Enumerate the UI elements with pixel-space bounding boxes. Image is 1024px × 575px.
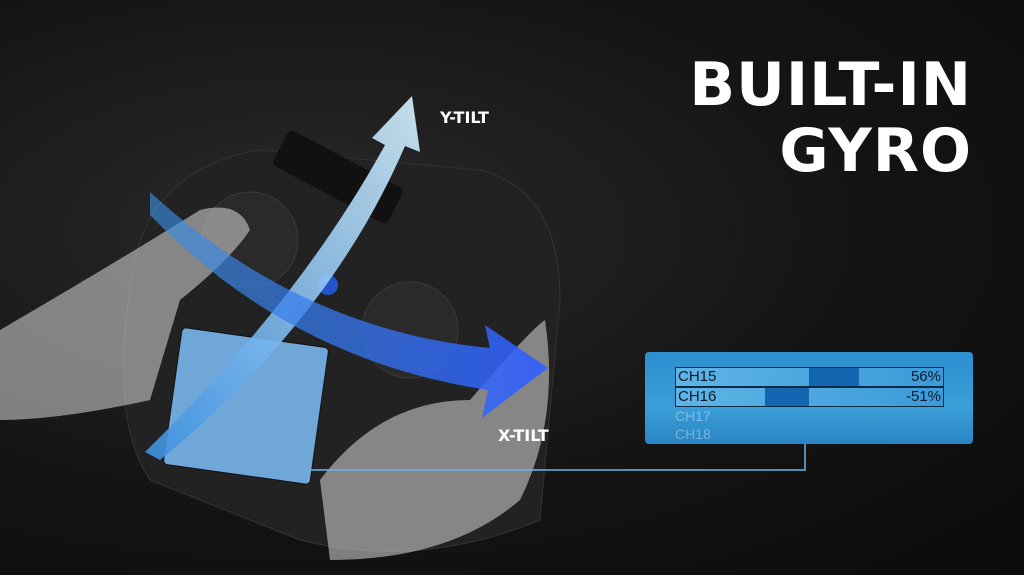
channel-monitor-inset: CH17 CH18 CH15 56% CH16 -51%: [645, 352, 973, 444]
headline: BUILT-IN GYRO: [689, 52, 972, 184]
channel-value: -51%: [905, 388, 941, 405]
headline-line2: GYRO: [779, 116, 972, 186]
y-tilt-arrow: [145, 96, 420, 460]
channel-name: CH16: [678, 388, 717, 405]
faded-row: CH18: [675, 426, 711, 442]
channel-value: 56%: [910, 368, 941, 385]
channel-name: CH15: [678, 368, 717, 385]
faded-row: CH17: [675, 408, 711, 424]
channel-row-ch15: CH15 56%: [675, 367, 944, 387]
channel-bar-fill: [765, 388, 809, 406]
callout-line: [310, 436, 806, 471]
channel-row-ch16: CH16 -51%: [675, 387, 944, 407]
headline-line1: BUILT-IN: [689, 50, 972, 120]
x-tilt-arrow: [150, 192, 548, 418]
y-tilt-label: Y-TILT: [440, 108, 489, 127]
channel-bar-fill: [809, 368, 859, 386]
x-tilt-label: X-TILT: [498, 426, 549, 445]
